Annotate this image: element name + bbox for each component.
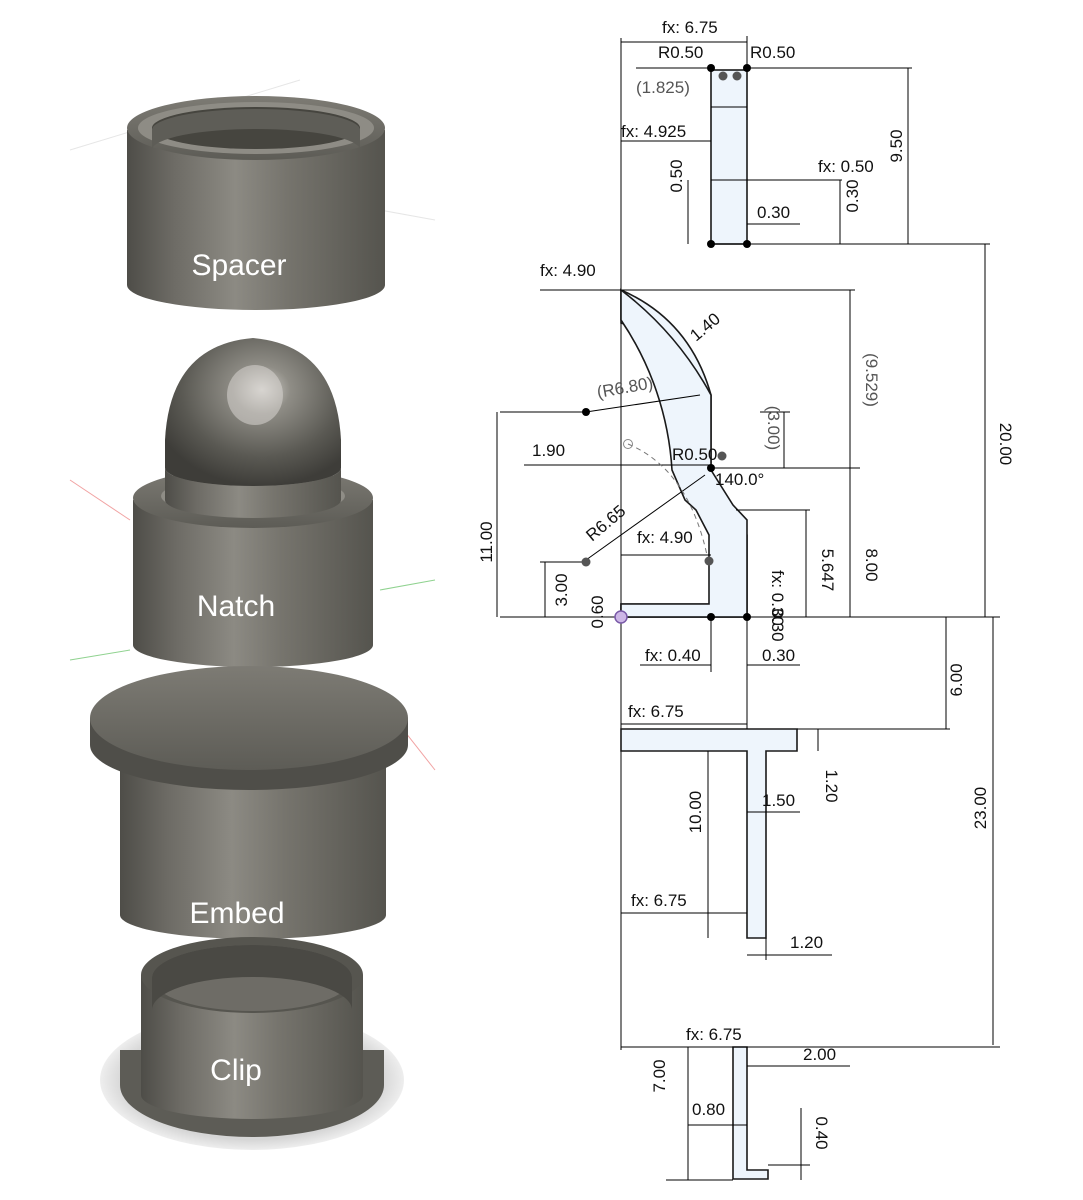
- natch-label: Natch: [197, 590, 275, 623]
- clip-label: Clip: [210, 1054, 262, 1087]
- dimension-label: (R6.80): [595, 373, 654, 402]
- dimension-label: fx: 0.40: [645, 646, 701, 665]
- dimension-label: (1.825): [636, 78, 690, 97]
- embed-profile: 6.00 fx: 6.75 1.20 10.00 1.50 23.00 fx: …: [620, 617, 994, 1045]
- clip-part: Clip: [100, 937, 404, 1150]
- dimension-label: 0.60: [588, 595, 607, 628]
- dimension-label: 2.00: [803, 1045, 836, 1064]
- dimension-label: (9.529): [862, 353, 881, 407]
- exploded-3d-view: Spacer Natch Embed Clip: [69, 79, 436, 1150]
- dimension-label: 1.40: [686, 309, 724, 345]
- embed-label: Embed: [189, 897, 284, 930]
- dimension-label: R0.50: [658, 43, 703, 62]
- clip-profile-shape: [732, 1046, 769, 1180]
- dimension-label: 0.80: [692, 1100, 725, 1119]
- dimension-label: 6.00: [947, 663, 966, 696]
- dimension-label: fx: 0.50: [818, 157, 874, 176]
- dimension-label: fx: 4.925: [621, 122, 686, 141]
- dimension-label: 0.40: [812, 1116, 831, 1149]
- dimension-label: 0.30: [762, 646, 795, 665]
- dimension-label: (3.00): [764, 406, 783, 450]
- dimension-label: R0.50: [672, 445, 717, 464]
- spacer-part: Spacer: [127, 96, 385, 310]
- dimension-label: 11.00: [477, 521, 496, 562]
- dimension-label: 1.20: [822, 769, 841, 802]
- dimension-label: 5.647: [818, 549, 837, 592]
- y-axis-line: [379, 579, 436, 591]
- spacer-profile: fx: 6.75 R0.50 R0.50 (1.825) fx: 4.925 0…: [621, 18, 990, 248]
- dimension-label: fx: 6.75: [628, 702, 684, 721]
- dimension-label: 1.50: [762, 791, 795, 810]
- dimension-label: 140.0°: [715, 470, 764, 489]
- dimension-label: fx: 4.90: [637, 528, 693, 547]
- dimension-label: R6.65: [582, 501, 629, 545]
- natch-profile: fx: 4.90 1.40 (R6.80) (9.529) (3.00) 1.9…: [477, 244, 1015, 672]
- sketch-view: fx: 6.75 R0.50 R0.50 (1.825) fx: 4.925 0…: [477, 18, 1015, 1181]
- dimension-label: 1.20: [790, 933, 823, 952]
- dimension-label: 7.00: [650, 1059, 669, 1092]
- dimension-label: 9.50: [887, 129, 906, 162]
- dimension-label: 0.30: [843, 179, 862, 212]
- spacer-label: Spacer: [191, 249, 286, 282]
- embed-part: Embed: [90, 666, 408, 939]
- dimension-label: 0.50: [667, 159, 686, 192]
- y-axis-line: [69, 649, 131, 661]
- dimension-label: 8.00: [862, 548, 881, 581]
- dimension-label: fx: 6.75: [631, 891, 687, 910]
- natch-profile-outline: [620, 288, 748, 618]
- dimension-label: fx: 4.90: [540, 261, 596, 280]
- dimension-label: fx: 6.75: [662, 18, 718, 37]
- dimension-label: 3.00: [552, 573, 571, 606]
- dimension-label: 0.30: [757, 203, 790, 222]
- natch-part: Natch: [133, 338, 373, 667]
- clip-profile: fx: 6.75 2.00 7.00 0.80 0.40: [621, 1025, 1000, 1181]
- dimension-label: 20.00: [996, 423, 1015, 466]
- dimension-label: 0.30: [768, 608, 787, 641]
- dimension-label: 10.00: [686, 791, 705, 834]
- grid-line: [379, 209, 436, 221]
- dimension-label: R0.50: [750, 43, 795, 62]
- dimension-label: fx: 0.30: [768, 570, 787, 626]
- spacer-profile-shape: [710, 69, 748, 245]
- dimension-label: fx: 6.75: [686, 1025, 742, 1044]
- dimension-label: 1.90: [532, 441, 565, 460]
- x-axis-line: [69, 479, 131, 521]
- dimension-label: 23.00: [971, 787, 990, 830]
